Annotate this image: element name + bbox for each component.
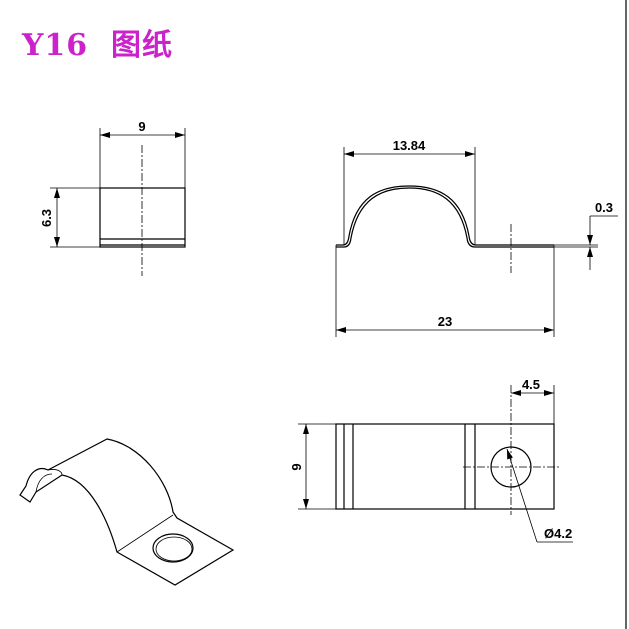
dimension-hole-diameter: Ø4.2 — [544, 526, 572, 541]
dimension-arc-width: 13.84 — [393, 138, 426, 153]
dimension-hole-offset: 4.5 — [522, 377, 540, 392]
dimension-height: 6.3 — [39, 209, 54, 227]
dimension-thickness: 0.3 — [595, 200, 613, 215]
side-view: 23 13.84 0.3 — [335, 138, 618, 337]
drawing-title: Y16 图纸 — [22, 28, 174, 63]
dimension-width: 9 — [138, 119, 145, 134]
top-view: 9 4.5 Ø4.2 — [289, 377, 573, 543]
front-view: 9 6.3 — [39, 119, 186, 276]
dimension-width: 9 — [289, 463, 304, 470]
dimension-total-length: 23 — [438, 314, 452, 329]
isometric-view — [19, 438, 235, 586]
